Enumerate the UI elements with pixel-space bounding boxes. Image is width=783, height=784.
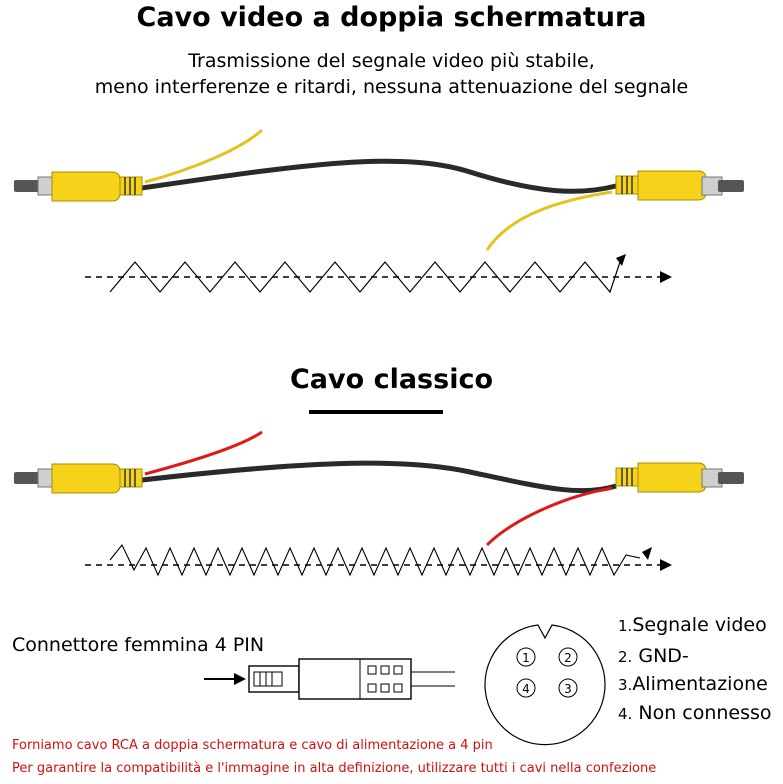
pin-text: GND- [638, 645, 689, 667]
connector-drawing [204, 658, 455, 700]
classic-title: Cavo classico [289, 364, 493, 395]
pin-item: 1.Segnale video [618, 614, 767, 636]
socket-pin-label: 2 [564, 651, 572, 665]
pin-text: Non connesso [638, 702, 772, 724]
classic-cable [13, 430, 745, 547]
note-line-1: Forniamo cavo RCA a doppia schermatura e… [12, 738, 493, 753]
connector-label: Connettore femmina 4 PIN [12, 634, 265, 656]
rca-plug-right [615, 170, 745, 201]
socket-front-view: 1 2 3 4 [484, 624, 606, 746]
main-title: Cavo video a doppia schermatura [136, 2, 647, 33]
rca-plug-left [13, 171, 143, 202]
note-line-2: Per garantire la compatibilità e l'immag… [12, 761, 657, 776]
pin-number: 2. [618, 648, 633, 666]
subtitle-line-2: meno interferenze e ritardi, nessuna att… [94, 76, 689, 98]
pin-item: 3.Alimentazione [618, 673, 768, 695]
pin-number: 4. [618, 705, 633, 723]
socket-pin-label: 1 [522, 651, 530, 665]
shielded-cable [13, 128, 745, 251]
socket-pin-label: 4 [522, 682, 530, 696]
pin-text: Alimentazione [632, 673, 768, 695]
pin-number: 3. [618, 676, 633, 694]
subtitle-line-1: Trasmissione del segnale video più stabi… [188, 50, 595, 72]
pin-number: 1. [618, 617, 633, 635]
classic-title-underline [309, 410, 443, 414]
signal-wave-classic [85, 543, 672, 577]
socket-pin-label: 3 [564, 682, 572, 696]
arrow-right-icon [234, 673, 246, 685]
pin-text: Segnale video [632, 614, 767, 636]
rca-plug-right-classic [615, 462, 745, 493]
pin-item: 4. Non connesso [618, 702, 772, 724]
rca-plug-left-classic [13, 463, 143, 494]
pin-item: 2. GND- [618, 645, 689, 667]
signal-wave-stable [85, 254, 672, 294]
